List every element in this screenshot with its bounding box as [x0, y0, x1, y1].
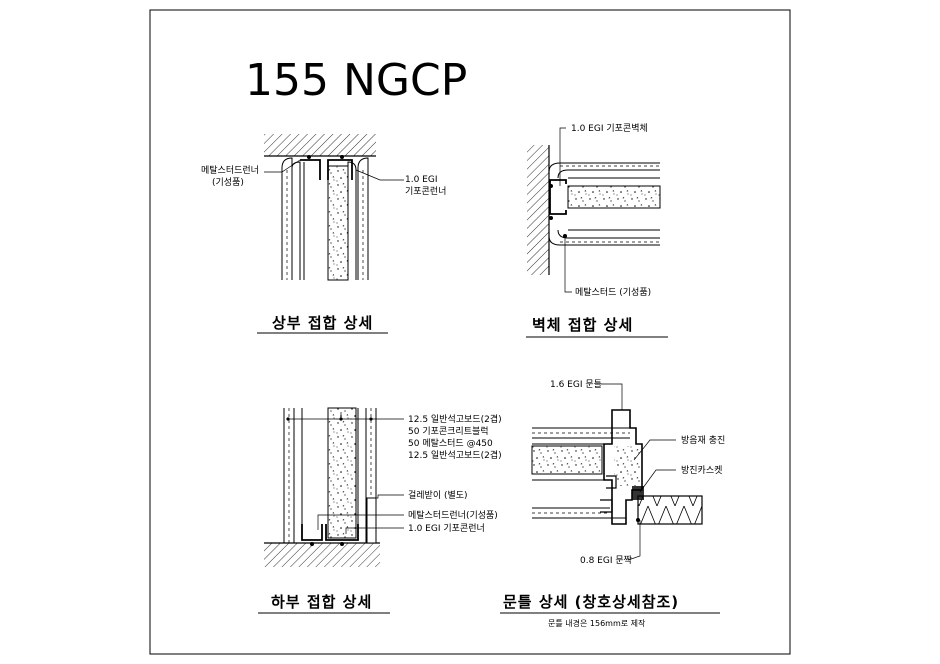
top-joint-title: 상부 접합 상세 [272, 314, 373, 332]
label-baseboard: 걸레받이 (별도) [408, 490, 468, 501]
label-foam-block: 50 기포콘크리트블럭 [408, 425, 489, 437]
wall-joint-title: 벽체 접합 상세 [532, 316, 633, 334]
label-sound-insulation: 방음재 충진 [681, 435, 725, 446]
wall-column [527, 145, 549, 275]
label-foam-runner: 1.0 EGI 기포콘런너 [408, 523, 485, 534]
door-frame-note: 문틀 내경은 156mm로 제작 [548, 618, 646, 628]
label-gypsum-top: 12.5 일반석고보드(2겹) [408, 413, 502, 425]
door-frame-title: 문틀 상세 (창호상세참조) [503, 593, 679, 611]
label-stud-runner: 메탈스터드런너(기성품) [408, 510, 498, 521]
label-metal-stud: 메탈스터드 (기성품) [575, 287, 651, 298]
label-egi: 1.0 EGI [405, 175, 438, 185]
label-stud-spacing: 50 메탈스터드 @450 [408, 438, 493, 449]
door-frame-detail: 1.6 EGI 문틀 방음재 충진 방진카스켓 0.8 EGI 문짝 문틀 상세… [500, 379, 725, 628]
label-foam-runner: 기포콘런너 [405, 186, 446, 197]
bottom-joint-detail: 12.5 일반석고보드(2겹) 50 기포콘크리트블럭 50 메탈스터드 @45… [258, 407, 502, 614]
top-joint-detail: 메탈스터드런너 (기성품) 1.0 EGI 기포콘런너 상부 접합 상세 [201, 134, 446, 334]
label-metal-stud-runner: 메탈스터드런너 [201, 165, 259, 176]
bottom-joint-title: 하부 접합 상세 [271, 593, 372, 611]
ceiling-slab [264, 134, 376, 156]
label-gypsum-bottom: 12.5 일반석고보드(2겹) [408, 449, 502, 461]
label-prefab: (기성품) [212, 177, 244, 188]
label-door-frame: 1.6 EGI 문틀 [550, 379, 602, 390]
drawing-title: 155 NGCP [245, 55, 467, 106]
floor-slab [264, 543, 380, 567]
label-door-leaf: 0.8 EGI 문짝 [580, 555, 632, 566]
label-gasket: 방진카스켓 [681, 465, 722, 476]
sheet-frame [149, 9, 791, 655]
wall-joint-detail: 1.0 EGI 기포콘벽체 메탈스터드 (기성품) 벽체 접합 상세 [526, 123, 668, 338]
label-foam-wall: 1.0 EGI 기포콘벽체 [571, 123, 648, 134]
